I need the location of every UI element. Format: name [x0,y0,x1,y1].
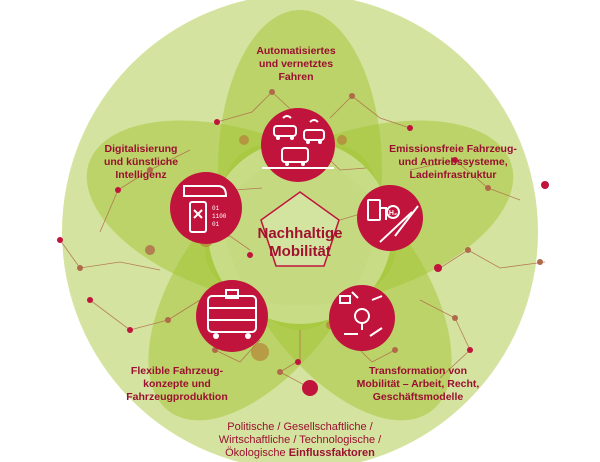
digital-train-icon: 01 1100 01 [170,172,242,244]
label-digital-line1: Digitalisierung [105,143,178,155]
charging-station-icon: H₂ [357,185,423,251]
connected-cars-icon [261,108,335,182]
label-emission-line3: Ladeinfrastruktur [410,169,497,181]
label-emission-line1: Emissionsfreie Fahrzeug- [389,143,517,155]
svg-text:H₂: H₂ [389,210,397,217]
svg-text:1100: 1100 [212,213,227,220]
label-emission: Emissionsfreie Fahrzeug- und Antriebssys… [389,143,517,181]
label-flexible-line1: Flexible Fahrzeug- [131,365,224,377]
factors-line3: Ökologische Einflussfaktoren [225,447,375,459]
factors-line3-bold: Einflussfaktoren [289,447,375,459]
label-digital-line3: Intelligenz [115,169,166,181]
inner-hub-circle [208,140,392,324]
label-automated: Automatisiertes und vernetztes Fahren [256,45,336,83]
business-transformation-icon [329,285,395,351]
center-pentagon [260,191,340,267]
label-transformation-line2: Mobilität – Arbeit, Recht, [357,378,480,390]
label-flexible-line2: konzepte und [143,378,211,390]
center-title-line1: Nachhaltige [257,225,342,242]
label-automated-line3: Fahren [278,71,313,83]
label-automated-line2: und vernetztes [259,58,333,70]
center-title-line2: Mobilität [269,243,331,260]
label-transformation: Transformation von Mobilität – Arbeit, R… [357,365,480,403]
factors-line3-normal: Ökologische [225,447,289,459]
svg-text:01: 01 [212,221,220,228]
label-transformation-line1: Transformation von [369,365,467,377]
label-transformation-line3: Geschäftsmodelle [373,391,464,403]
label-flexible-line3: Fahrzeugproduktion [126,391,228,403]
factors-line2: Wirtschaftliche / Technologische / [219,434,382,446]
influence-factors: Politische / Gesellschaftliche / Wirtsch… [219,421,382,459]
label-digital-line2: und künstliche [104,156,178,168]
label-emission-line2: und Antriebssysteme, [398,156,507,168]
svg-text:01: 01 [212,205,220,212]
label-flexible: Flexible Fahrzeug- konzepte und Fahrzeug… [126,365,228,403]
vehicle-production-icon [196,280,268,352]
factors-line1: Politische / Gesellschaftliche / [227,421,373,433]
petal-group [86,10,514,421]
label-automated-line1: Automatisiertes [256,45,336,57]
label-digital: Digitalisierung und künstliche Intellige… [104,143,178,181]
